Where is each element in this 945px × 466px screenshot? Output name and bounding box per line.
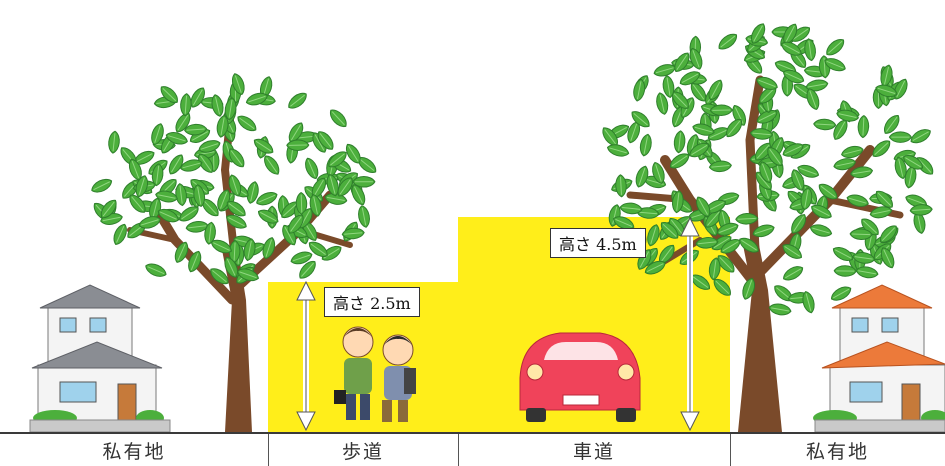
- leaf: [857, 114, 870, 139]
- leaf: [302, 155, 322, 182]
- leaf: [614, 174, 628, 198]
- leaf: [605, 141, 631, 159]
- area-label-strip: 私有地 歩道 車道 私有地: [0, 432, 945, 466]
- leaf: [833, 265, 857, 277]
- car: [519, 332, 641, 422]
- leaf: [638, 132, 654, 158]
- leaf: [356, 204, 372, 229]
- road-height-label: 高さ 4.5m: [550, 228, 646, 258]
- leaf: [780, 262, 806, 284]
- leaf: [89, 175, 115, 196]
- leaf: [260, 152, 283, 178]
- leaf: [767, 301, 793, 317]
- leaf: [107, 130, 121, 155]
- sidewalk-height-label: 高さ 2.5m: [324, 287, 420, 317]
- divider: [268, 434, 269, 466]
- road-label: 車道: [572, 440, 615, 463]
- leaf: [888, 131, 912, 143]
- house-left: [29, 284, 171, 433]
- tree-left: [89, 71, 380, 432]
- divider: [458, 434, 459, 466]
- leaf: [908, 125, 934, 147]
- leaf: [326, 106, 351, 131]
- leaf: [632, 163, 652, 190]
- private-land-left-label: 私有地: [102, 440, 166, 463]
- leaf: [110, 221, 130, 248]
- leaf: [715, 30, 741, 54]
- sidewalk-label: 歩道: [341, 440, 384, 463]
- leaf: [812, 118, 837, 131]
- road-height-arrow: [680, 216, 700, 432]
- house-right: [813, 284, 945, 433]
- leaf: [143, 260, 169, 280]
- divider: [730, 434, 731, 466]
- leaf: [286, 139, 310, 152]
- leaf: [179, 92, 193, 117]
- private-land-right-label: 私有地: [805, 440, 869, 463]
- leaf: [709, 104, 733, 117]
- leaf: [672, 129, 687, 154]
- pedestrians: [334, 326, 416, 422]
- leaf: [822, 35, 848, 59]
- sidewalk-height-arrow: [296, 280, 316, 432]
- leaf: [285, 89, 310, 113]
- leaf: [234, 112, 260, 135]
